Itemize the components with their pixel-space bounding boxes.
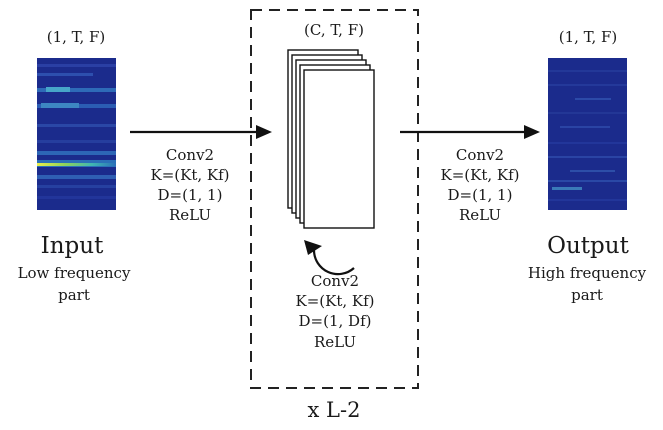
block-op-name: Conv2 xyxy=(310,272,360,290)
input-description-line1: Low frequency xyxy=(17,264,131,282)
repeat-count-label: x L-2 xyxy=(307,398,361,422)
repeat-block-border xyxy=(250,9,419,389)
block-shape-label: (C, T, F) xyxy=(304,21,364,39)
block-op-kernel: K=(Kt, Kf) xyxy=(295,292,375,310)
input-arrow xyxy=(130,125,272,139)
input-description-line2: part xyxy=(58,286,90,304)
last-op-name: Conv2 xyxy=(455,146,505,164)
block-op-activation: ReLU xyxy=(314,333,356,351)
loop-arrow xyxy=(304,240,355,276)
input-title: Input xyxy=(40,233,104,259)
input-spectrogram xyxy=(37,58,116,210)
output-description-line2: part xyxy=(571,286,603,304)
output-arrow xyxy=(400,125,540,139)
first-op-activation: ReLU xyxy=(169,206,211,224)
block-op-dilation: D=(1, Df) xyxy=(298,312,372,330)
last-op-activation: ReLU xyxy=(459,206,501,224)
first-op-kernel: K=(Kt, Kf) xyxy=(150,166,230,184)
first-op-name: Conv2 xyxy=(165,146,215,164)
input-shape-label: (1, T, F) xyxy=(46,28,106,46)
first-op-dilation: D=(1, 1) xyxy=(157,186,223,204)
output-description-line1: High frequency xyxy=(527,264,647,282)
output-spectrogram xyxy=(548,58,627,210)
last-op-kernel: K=(Kt, Kf) xyxy=(440,166,520,184)
feature-map-stack xyxy=(287,49,375,229)
output-shape-label: (1, T, F) xyxy=(558,28,618,46)
last-op-dilation: D=(1, 1) xyxy=(447,186,513,204)
output-title: Output xyxy=(547,233,629,259)
